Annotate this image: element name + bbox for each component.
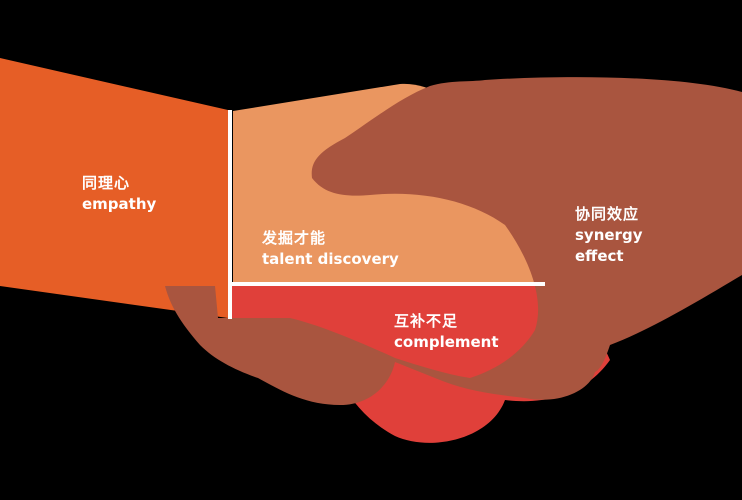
empathy-label-zh: 同理心 [82,174,131,192]
synergy-label-en-2: effect [575,247,624,265]
synergy-label-zh: 协同效应 [575,205,640,223]
empathy-label-en: empathy [82,195,157,213]
complement-label: 互补不足 complement [394,311,499,353]
talent-label-zh: 发掘才能 [262,229,327,247]
synergy-label: 协同效应 synergy effect [575,204,642,267]
talent-label: 发掘才能 talent discovery [262,228,399,270]
left-forearm-region [0,58,228,318]
right-hand-region [165,77,742,405]
talent-label-en: talent discovery [262,250,399,268]
synergy-label-en-1: synergy [575,226,643,244]
complement-label-en: complement [394,333,499,351]
complement-label-zh: 互补不足 [394,312,459,330]
complement-region [232,285,610,443]
empathy-label: 同理心 empathy [82,173,156,215]
